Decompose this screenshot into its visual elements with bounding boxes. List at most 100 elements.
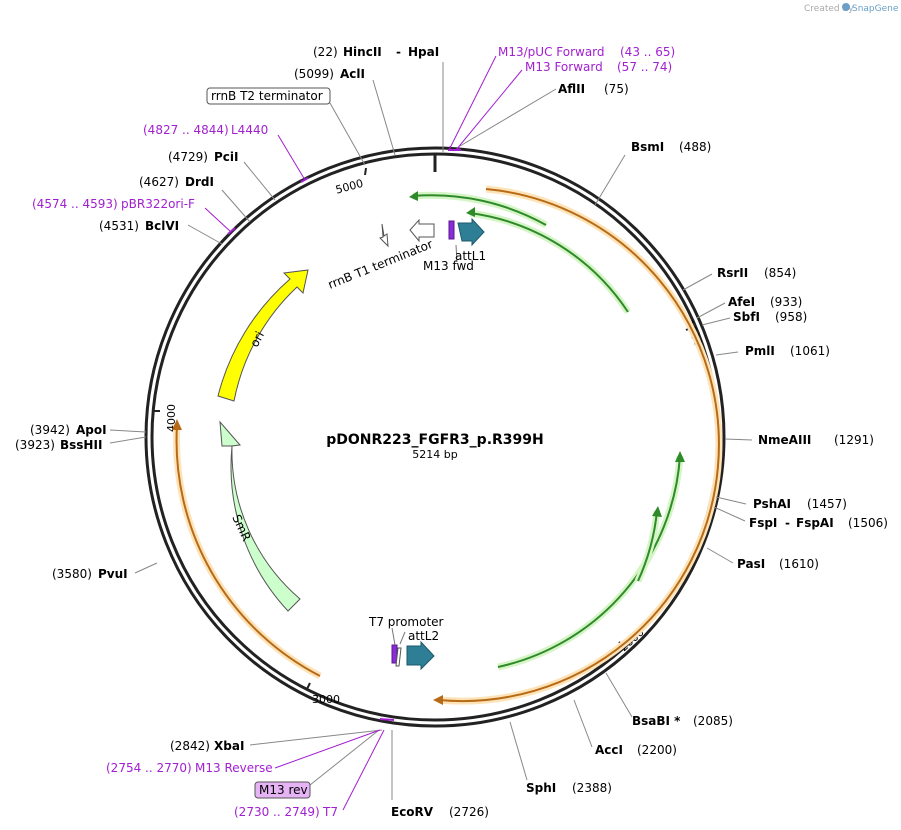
m13-rev-label: M13 rev [259, 783, 308, 797]
green-arc-bottom-outer-glow [497, 455, 684, 671]
ori-arrow [217, 269, 309, 402]
rrnb-t1-arrow [379, 223, 389, 248]
leader-sbfi [701, 317, 731, 326]
smr-feature: SmR [219, 420, 301, 612]
primer-m13-forward-range: (57 .. 74) [617, 60, 672, 74]
site-bsabi-pos: (2085) [693, 714, 733, 728]
site-bsshii-pos: (3923) [15, 438, 55, 452]
orange-arc-left-head [172, 419, 182, 430]
site-pcii-pos: (4729) [168, 150, 208, 164]
leader-lines [109, 62, 753, 800]
attl2-label: attL2 [408, 629, 439, 643]
m13-fwd-marker [448, 220, 455, 240]
tick-label-3000: 3000 [312, 693, 340, 706]
primer-m13-reverse-name: M13 Reverse [195, 761, 273, 775]
site-pmli-name: PmlI [745, 344, 775, 358]
site-afei-name: AfeI [728, 295, 755, 309]
rrnb-t2-arrow [409, 218, 435, 243]
site-apoi-name: ApoI [76, 423, 107, 437]
boxed-labels: rrnB T2 terminator M13 rev [206, 87, 331, 799]
site-acci-pos: (2200) [637, 743, 677, 757]
primer-labels: M13/pUC Forward (43 .. 65) M13 Forward (… [32, 45, 675, 819]
site-fspi-pos: (1506) [848, 516, 888, 530]
snapgene-logo-icon [842, 3, 850, 11]
leader-pmli [715, 351, 739, 356]
primer-mark-pbr322ori [227, 227, 236, 235]
site-xbai-name: XbaI [214, 739, 244, 753]
site-fspai-name: FspAI [796, 516, 834, 530]
leader-acci [573, 699, 593, 748]
site-aflii-name: AflII [558, 82, 585, 96]
credit-brand: SnapGene [852, 4, 899, 14]
leader-m13-rev [309, 729, 380, 786]
leader-m13-forward [455, 69, 523, 151]
primer-t7-range: (2730 .. 2749) [234, 805, 320, 819]
site-hincii-sep: - [396, 45, 401, 59]
green-arc-top-inner [469, 212, 629, 313]
green-arc-top-outer-head [409, 191, 418, 201]
tick-label-5000: 5000 [334, 177, 364, 197]
site-hincii-name: HincII [343, 45, 382, 59]
leader-afei [696, 302, 726, 319]
site-bsmi-name: BsmI [631, 140, 664, 154]
site-rsrii-name: RsrII [717, 266, 748, 280]
site-pshai-name: PshAI [753, 497, 791, 511]
primer-m13-forward-name: M13 Forward [525, 60, 603, 74]
site-pcii-name: PciI [214, 150, 239, 164]
green-arc-bottom-outer [497, 455, 681, 668]
leader-pshai [715, 496, 747, 505]
t7-promoter-leader [391, 627, 396, 646]
orange-arc-left [175, 424, 321, 677]
site-pasi-name: PasI [737, 557, 765, 571]
leader-rsrii [682, 273, 713, 291]
site-bsmi-pos: (488) [679, 140, 711, 154]
site-acli-pos: (5099) [294, 67, 334, 81]
primer-pbr322ori-name: pBR322ori-F [121, 197, 195, 211]
primer-pbr322ori-range: (4574 .. 4593) [32, 197, 118, 211]
leader-bsshii [109, 436, 147, 444]
m13-fwd-label: M13 fwd [423, 259, 474, 273]
leader-acli [372, 79, 396, 156]
attl2-arrow [406, 640, 435, 671]
site-acci-name: AccI [595, 743, 623, 757]
site-fspi-name: FspI [749, 516, 777, 530]
site-sbfi-name: SbfI [733, 310, 760, 324]
site-ecorv-pos: (2726) [449, 805, 489, 819]
ori-label: ori [247, 329, 267, 349]
t7-promoter-label: T7 promoter [368, 615, 444, 629]
leader-sphi [509, 721, 528, 781]
rrnb-t2-label: rrnB T2 terminator [211, 89, 323, 103]
leader-drdi [221, 189, 251, 223]
green-arc-top-outer [412, 194, 547, 226]
site-sphi-name: SphI [526, 781, 556, 795]
site-sbfi-pos: (958) [775, 310, 807, 324]
primer-leaders [204, 55, 523, 811]
green-arc-top-inner-head [466, 207, 475, 217]
site-nmeaiii-pos: (1291) [834, 433, 874, 447]
leader-pbr322ori [204, 207, 232, 233]
site-pshai-pos: (1457) [807, 497, 847, 511]
leader-fspi [713, 506, 746, 522]
site-pvui-pos: (3580) [52, 567, 92, 581]
site-sphi-pos: (2388) [572, 781, 612, 795]
top-small-features: attL1 M13 fwd rrnB T1 terminator [326, 217, 486, 292]
site-drdi-name: DrdI [185, 175, 214, 189]
plasmid-name: pDONR223_FGFR3_p.R399H [326, 432, 543, 448]
site-bclvi-pos: (4531) [99, 219, 139, 233]
orange-arc-right-head [433, 695, 443, 705]
leader-apoi [109, 429, 147, 433]
site-hpai-name: HpaI [408, 45, 439, 59]
primer-mark-l4440 [300, 177, 309, 183]
site-ecorv-name: EcoRV [391, 805, 434, 819]
attl1-leader [455, 244, 458, 263]
site-afei-pos: (933) [770, 295, 802, 309]
primer-m13-puc-forward-range: (43 .. 65) [620, 45, 675, 59]
site-fspi-sep: - [785, 516, 790, 530]
ori-feature: ori [217, 269, 309, 402]
primer-m13-puc-forward-name: M13/pUC Forward [498, 45, 605, 59]
site-drdi-pos: (4627) [139, 175, 179, 189]
green-arc-bottom-inner-head [652, 506, 662, 517]
smr-label: SmR [229, 512, 253, 543]
orange-arc-right [438, 188, 721, 703]
green-arc-bottom-outer-head [675, 451, 685, 462]
